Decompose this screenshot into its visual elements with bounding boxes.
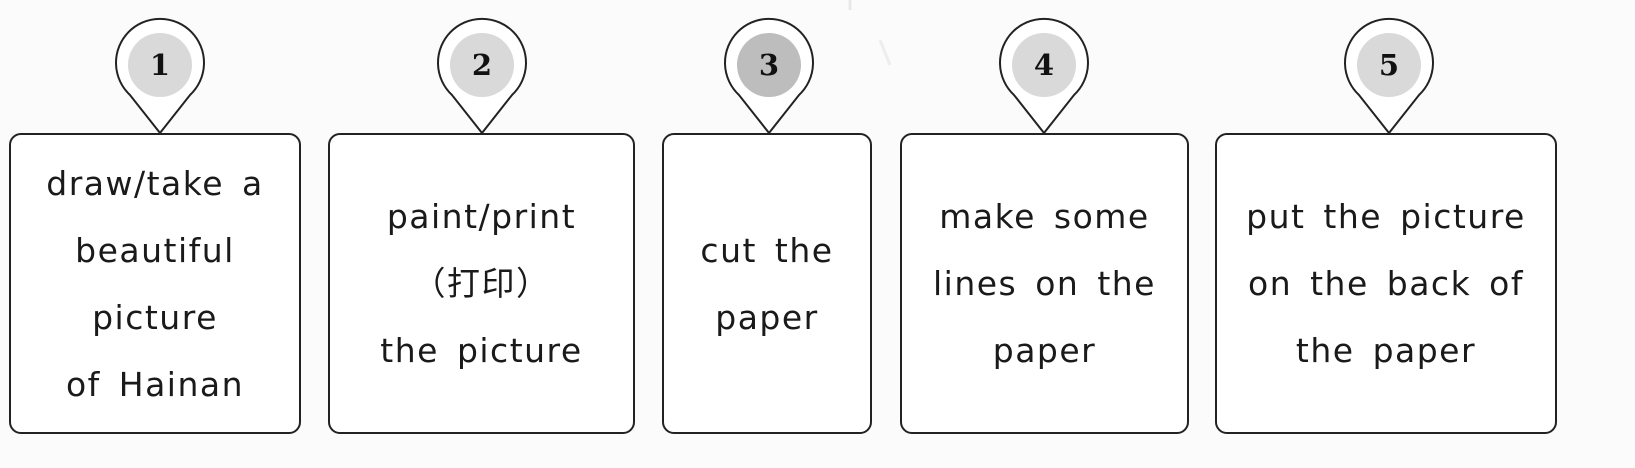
- step-2-card: paint/print （打印） the picture: [328, 133, 635, 434]
- badge-circle: [1012, 33, 1076, 97]
- map-pin-icon: [724, 17, 814, 135]
- step-3-number: 3: [758, 48, 780, 82]
- step-4-card: make some lines on the paper: [900, 133, 1189, 434]
- step-3-badge: 3: [719, 17, 819, 135]
- step-4-text-line: lines on the: [933, 264, 1156, 303]
- step-5-text-line: the paper: [1295, 331, 1477, 370]
- step-5-card: put the picture on the back of the paper: [1215, 133, 1557, 434]
- map-pin-icon: [999, 17, 1089, 135]
- step-3-text-line: paper: [715, 297, 819, 337]
- step-2-text-line: （打印）: [412, 264, 551, 303]
- badge-circle: [450, 33, 514, 97]
- step-2-badge: 2: [432, 17, 532, 135]
- step-4-text-line: make some: [939, 197, 1150, 236]
- map-pin-icon: [1344, 17, 1434, 135]
- step-3-text-line: cut the: [700, 230, 834, 270]
- badge-circle: [128, 33, 192, 97]
- step-5-text-line: on the back of: [1248, 264, 1524, 303]
- step-2-text-line: paint/print: [386, 197, 577, 236]
- step-2-number: 2: [471, 48, 493, 82]
- step-1-badge: 1: [110, 17, 210, 135]
- step-2-text-line: the picture: [380, 331, 583, 370]
- step-4-number: 4: [1033, 48, 1055, 82]
- map-pin-icon: [437, 17, 527, 135]
- step-1-text-line: beautiful: [75, 230, 235, 270]
- step-1-card: draw/take a beautiful picture of Hainan: [9, 133, 301, 434]
- badge-circle: [1357, 33, 1421, 97]
- step-1-text-line: picture: [92, 297, 218, 337]
- step-5-number: 5: [1378, 48, 1400, 82]
- badge-circle: [737, 33, 801, 97]
- step-3-card: cut the paper: [662, 133, 872, 434]
- step-1-text-line: of Hainan: [65, 364, 245, 404]
- step-5-badge: 5: [1339, 17, 1439, 135]
- step-1-number: 1: [149, 48, 171, 82]
- step-4-badge: 4: [994, 17, 1094, 135]
- map-pin-icon: [115, 17, 205, 135]
- step-1-text-line: draw/take a: [46, 163, 264, 203]
- step-4-text-line: paper: [992, 331, 1097, 370]
- step-5-text-line: put the picture: [1246, 197, 1526, 236]
